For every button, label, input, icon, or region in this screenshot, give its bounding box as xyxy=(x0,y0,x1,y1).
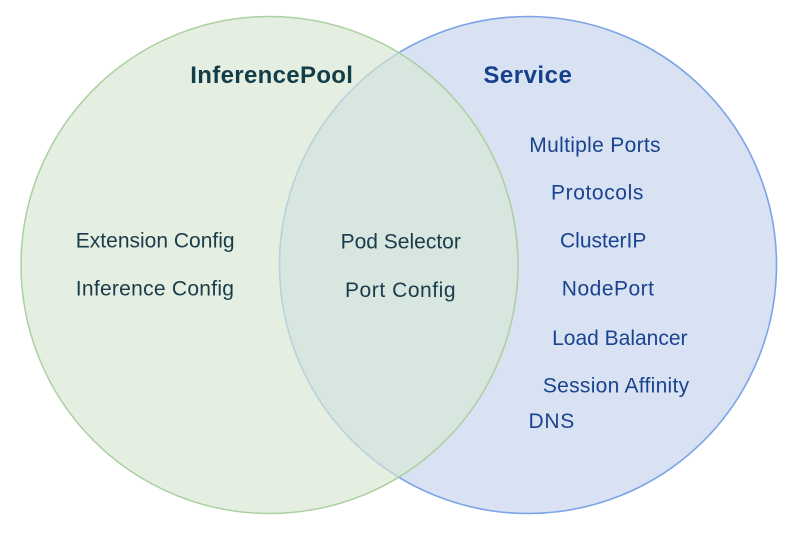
svg-text:NodePort: NodePort xyxy=(562,278,655,301)
svg-text:Pod Selector: Pod Selector xyxy=(341,231,461,254)
svg-text:ClusterIP: ClusterIP xyxy=(560,229,646,252)
svg-text:Port Config: Port Config xyxy=(345,279,456,302)
svg-text:Protocols: Protocols xyxy=(551,181,644,204)
svg-text:Service: Service xyxy=(483,62,572,89)
svg-text:Extension Config: Extension Config xyxy=(76,230,235,253)
svg-text:Load Balancer: Load Balancer xyxy=(552,327,687,350)
svg-text:Multiple Ports: Multiple Ports xyxy=(529,134,661,157)
svg-text:InferencePool: InferencePool xyxy=(190,62,353,89)
svg-text:Inference Config: Inference Config xyxy=(76,278,234,301)
svg-text:Session Affinity: Session Affinity xyxy=(543,375,690,398)
svg-text:DNS: DNS xyxy=(529,410,575,433)
